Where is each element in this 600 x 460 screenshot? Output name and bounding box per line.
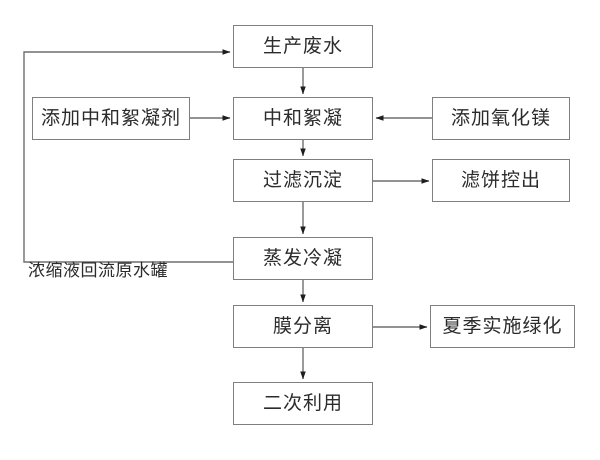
node-label: 夏季实施绿化 — [442, 316, 563, 337]
node-add-neutralizing-flocculant[interactable]: 添加中和絮凝剂 — [32, 97, 190, 140]
node-label: 滤饼控出 — [460, 170, 541, 191]
node-label: 蒸发冷凝 — [262, 248, 343, 269]
node-evaporation-condensation[interactable]: 蒸发冷凝 — [233, 237, 373, 280]
node-label: 过滤沉淀 — [262, 170, 343, 191]
node-summer-greening[interactable]: 夏季实施绿化 — [430, 305, 575, 348]
node-neutralization-flocculation[interactable]: 中和絮凝 — [233, 97, 373, 140]
node-label: 添加中和絮凝剂 — [40, 108, 181, 129]
node-secondary-reuse[interactable]: 二次利用 — [233, 382, 373, 425]
node-label: 生产废水 — [262, 36, 343, 57]
node-membrane-separation[interactable]: 膜分离 — [233, 305, 373, 348]
node-filtration-sedimentation[interactable]: 过滤沉淀 — [233, 159, 373, 202]
node-add-magnesium-oxide[interactable]: 添加氧化镁 — [432, 97, 570, 140]
node-label: 二次利用 — [262, 393, 343, 414]
node-label: 膜分离 — [272, 316, 333, 337]
edge-label-concentrate-return-to-raw-water-tank: 浓缩液回流原水罐 — [28, 261, 168, 280]
node-label: 中和絮凝 — [262, 108, 343, 129]
node-filter-cake-discharge[interactable]: 滤饼控出 — [432, 159, 570, 202]
node-label: 添加氧化镁 — [450, 108, 551, 129]
edge-feedback-loop — [23, 49, 233, 263]
node-production-wastewater[interactable]: 生产废水 — [233, 25, 373, 68]
